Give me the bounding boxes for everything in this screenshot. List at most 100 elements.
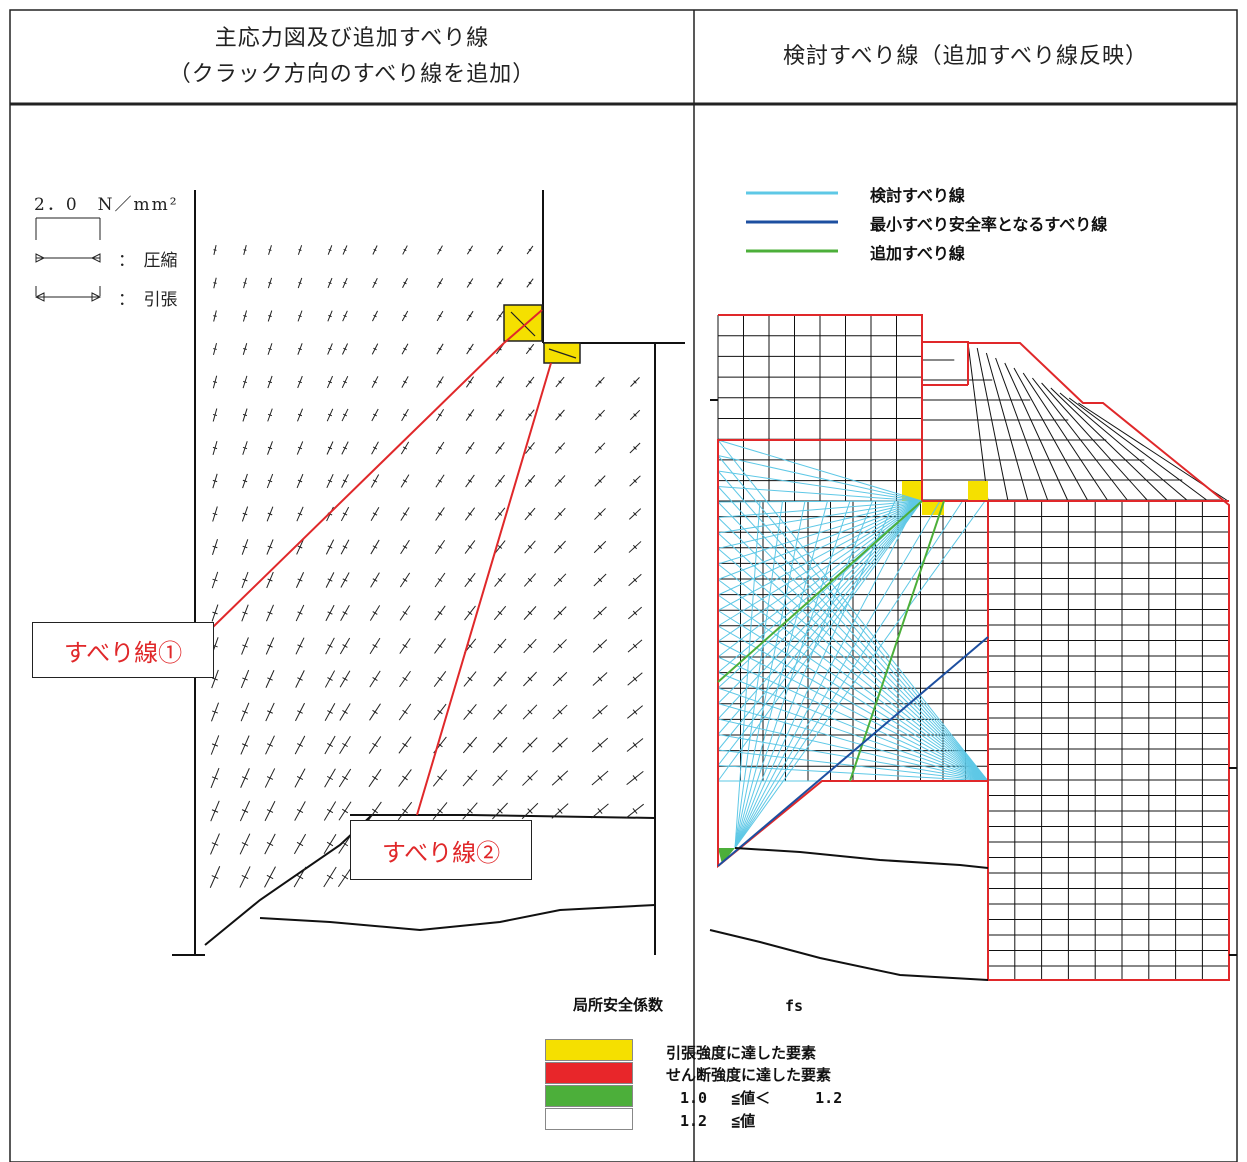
- candidate-slip-line: [717, 532, 989, 782]
- candidate-slip-line: [717, 718, 989, 782]
- stress-arrow-minor: [557, 610, 563, 616]
- candidate-slip-line: [734, 500, 963, 849]
- mesh-line: [1041, 382, 1149, 502]
- stress-arrow-minor: [266, 809, 274, 813]
- stress-arrow-minor: [297, 710, 303, 714]
- candidate-slip-line: [717, 500, 923, 534]
- stress-arrow-minor: [327, 644, 333, 648]
- stress-arrow-minor: [297, 677, 303, 681]
- dam-outline: [172, 190, 685, 956]
- left-header-subtitle: （クラック方向のすべり線を追加）: [168, 62, 536, 87]
- stress-arrow-minor: [468, 281, 472, 285]
- candidate-slip-line: [717, 500, 923, 720]
- candidate-slip-line: [717, 703, 989, 782]
- slip-lines: [212, 309, 552, 816]
- stress-arrow-minor: [467, 512, 473, 516]
- stress-arrow-minor: [373, 314, 377, 318]
- stress-arrow-minor: [267, 545, 273, 549]
- stress-arrow-minor: [497, 610, 503, 616]
- stress-arrow-minor: [497, 479, 503, 483]
- stress-arrow-minor: [212, 512, 218, 516]
- candidate-slip-line: [717, 500, 923, 611]
- candidate-slip-line: [717, 455, 923, 502]
- stress-arrow-minor: [327, 611, 333, 615]
- stress-arrow-minor: [213, 315, 217, 317]
- stress-arrow-minor: [372, 446, 378, 450]
- stress-arrow-minor: [212, 710, 218, 714]
- stress-arrow-minor: [527, 545, 533, 549]
- stress-arrow-minor: [327, 710, 333, 714]
- mesh-line: [1050, 387, 1169, 502]
- stress-arrow-minor: [326, 808, 334, 814]
- stress-arrow-minor: [528, 413, 532, 417]
- stress-arrow-minor: [327, 545, 333, 549]
- stress-arrow-minor: [373, 281, 377, 285]
- stress-arrow-minor: [437, 545, 443, 549]
- stress-arrow-minor: [437, 676, 443, 682]
- stress-arrow-minor: [632, 643, 638, 649]
- stress-arrow-minor: [527, 709, 533, 715]
- stress-arrow-minor: [402, 676, 408, 682]
- stress-arrow-minor: [633, 479, 637, 483]
- stress-arrow-minor: [328, 314, 332, 318]
- stress-arrow-minor: [403, 314, 407, 318]
- stress-arrow-minor: [498, 380, 502, 384]
- right-header: 検討すべり線（追加すべり線反映）: [694, 10, 1237, 104]
- legend-added-lines: 追加すべり線: [870, 244, 965, 263]
- stress-arrow-minor: [373, 347, 377, 351]
- stress-arrow-minor: [243, 282, 247, 284]
- stress-arrow-minor: [527, 479, 533, 483]
- candidate-slip-line: [734, 500, 918, 849]
- stress-arrow-minor: [342, 611, 348, 615]
- mesh-line: [1022, 372, 1109, 502]
- stress-arrow-minor: [557, 643, 563, 649]
- stress-arrow-minor: [497, 742, 503, 748]
- stress-arrow-minor: [557, 709, 563, 715]
- stress-arrow-minor: [327, 446, 333, 450]
- fs-item-safe: 1.2 ≦値: [680, 1112, 756, 1130]
- stress-arrow-minor: [296, 776, 304, 780]
- right-header-title: 検討すべり線（追加すべり線反映）: [783, 44, 1148, 69]
- stress-arrow-minor: [241, 842, 249, 846]
- stress-arrow-minor: [438, 281, 442, 285]
- stress-arrow-minor: [372, 644, 378, 648]
- stress-arrow-minor: [297, 446, 303, 450]
- stress-arrow-minor: [557, 742, 563, 748]
- stress-arrow-minor: [468, 314, 472, 318]
- stress-arrow-minor: [527, 775, 533, 781]
- stress-arrow-minor: [438, 248, 442, 252]
- stress-arrow-minor: [528, 380, 532, 384]
- stress-arrow-minor: [212, 413, 218, 417]
- stress-arrow-minor: [297, 413, 303, 417]
- stress-arrow-minor: [632, 808, 638, 814]
- left-header: 主応力図及び追加すべり線 （クラック方向のすべり線を追加）: [10, 10, 694, 104]
- stress-arrow-minor: [557, 577, 563, 583]
- stress-arrow-minor: [243, 348, 247, 350]
- stress-arrow-minor: [527, 643, 533, 649]
- stress-arrow-minor: [598, 380, 602, 384]
- stress-arrow-minor: [342, 512, 348, 516]
- mesh-line: [995, 357, 1049, 502]
- stress-arrow-minor: [467, 643, 473, 649]
- stress-arrow-minor: [211, 809, 219, 813]
- stress-arrow-minor: [498, 248, 502, 252]
- added-slip-line-1: [717, 500, 923, 683]
- candidate-slip-lines: [717, 439, 989, 849]
- tension-label: ： 引張: [118, 290, 178, 310]
- mesh-line: [1004, 362, 1069, 502]
- stress-arrow-minor: [437, 808, 443, 814]
- fs-swatch-range: [545, 1085, 633, 1107]
- mesh-elements: [718, 481, 988, 864]
- candidate-slip-line: [717, 672, 989, 782]
- stress-arrow-minor: [438, 413, 442, 417]
- stress-arrow-minor: [437, 643, 443, 649]
- stress-arrow-minor: [402, 545, 408, 549]
- stress-arrow-minor: [372, 545, 378, 549]
- stress-arrow-minor: [343, 347, 347, 351]
- slip-line-2: [416, 362, 552, 816]
- stress-arrow-minor: [557, 479, 563, 483]
- mesh-line: [985, 352, 1029, 502]
- stress-arrow-minor: [467, 709, 473, 715]
- stress-arrow-minor: [402, 644, 408, 648]
- candidate-slip-line: [717, 486, 989, 782]
